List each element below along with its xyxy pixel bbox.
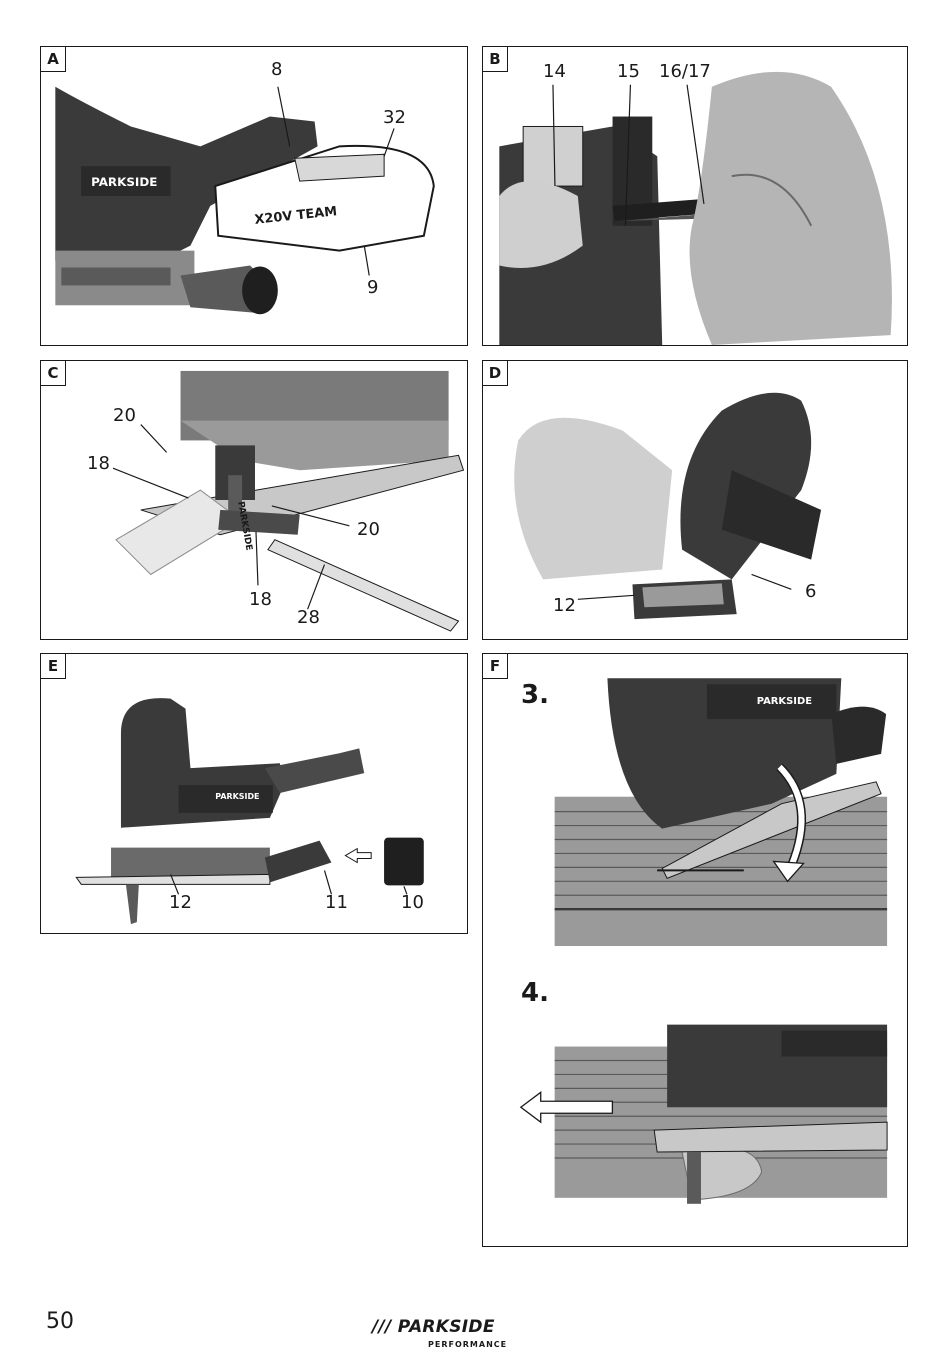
- callout-b-14: 14: [543, 61, 566, 82]
- callout-c-20-top: 20: [113, 405, 136, 426]
- panel-c: C PARKSIDE 20 18 20 18 28: [40, 360, 468, 640]
- callout-c-18-left: 18: [87, 453, 110, 474]
- step-3-label: 3.: [521, 680, 549, 710]
- panel-f: F 3. 4. PARKSIDE: [482, 653, 908, 1247]
- callout-b-16-17: 16/17: [659, 61, 711, 82]
- panel-label-a: A: [41, 47, 66, 72]
- panel-label-e: E: [41, 654, 66, 679]
- callout-c-18-bottom: 18: [249, 589, 272, 610]
- callout-e-10: 10: [401, 892, 424, 913]
- callout-a-32: 32: [383, 107, 406, 128]
- callout-b-15: 15: [617, 61, 640, 82]
- panel-label-f: F: [483, 654, 508, 679]
- panel-d: D 12 6: [482, 360, 908, 640]
- jigsaw-e-brand-text: PARKSIDE: [215, 792, 259, 801]
- callout-e-12: 12: [169, 892, 192, 913]
- step3-brand-text: PARKSIDE: [757, 696, 813, 707]
- panel-e: E PARKSIDE 12 11 10: [40, 653, 468, 934]
- callout-c-20-right: 20: [357, 519, 380, 540]
- callout-c-28: 28: [297, 607, 320, 628]
- plunge-cut-illustration: PARKSIDE: [519, 678, 888, 1204]
- panel-a: A PARKSIDE X20V TEAM 8 32 9: [40, 46, 468, 346]
- callout-d-6: 6: [805, 581, 817, 602]
- callout-e-11: 11: [325, 892, 348, 913]
- step-4-label: 4.: [521, 978, 549, 1008]
- callout-d-12: 12: [553, 595, 576, 616]
- dust-adapter-illustration: PARKSIDE: [75, 698, 424, 925]
- logo-main-text: /// PARKSIDE: [372, 1317, 495, 1337]
- parkside-logo: /// PARKSIDE PERFORMANCE: [372, 1317, 532, 1353]
- panel-b: B 14 15 16/17: [482, 46, 908, 346]
- callout-a-8: 8: [271, 59, 283, 80]
- callout-a-9: 9: [367, 277, 379, 298]
- panel-label-d: D: [483, 361, 508, 386]
- panel-label-b: B: [483, 47, 508, 72]
- parallel-guide-illustration: PARKSIDE: [112, 370, 465, 632]
- page-number: 50: [46, 1309, 74, 1334]
- panel-label-c: C: [41, 361, 66, 386]
- logo-sub-text: PERFORMANCE: [428, 1340, 508, 1349]
- bevel-adjust-illustration: [514, 392, 822, 620]
- jigsaw-battery-illustration: PARKSIDE X20V TEAM: [55, 86, 435, 315]
- blade-insertion-illustration: [499, 71, 892, 345]
- jigsaw-brand-text: PARKSIDE: [91, 175, 157, 189]
